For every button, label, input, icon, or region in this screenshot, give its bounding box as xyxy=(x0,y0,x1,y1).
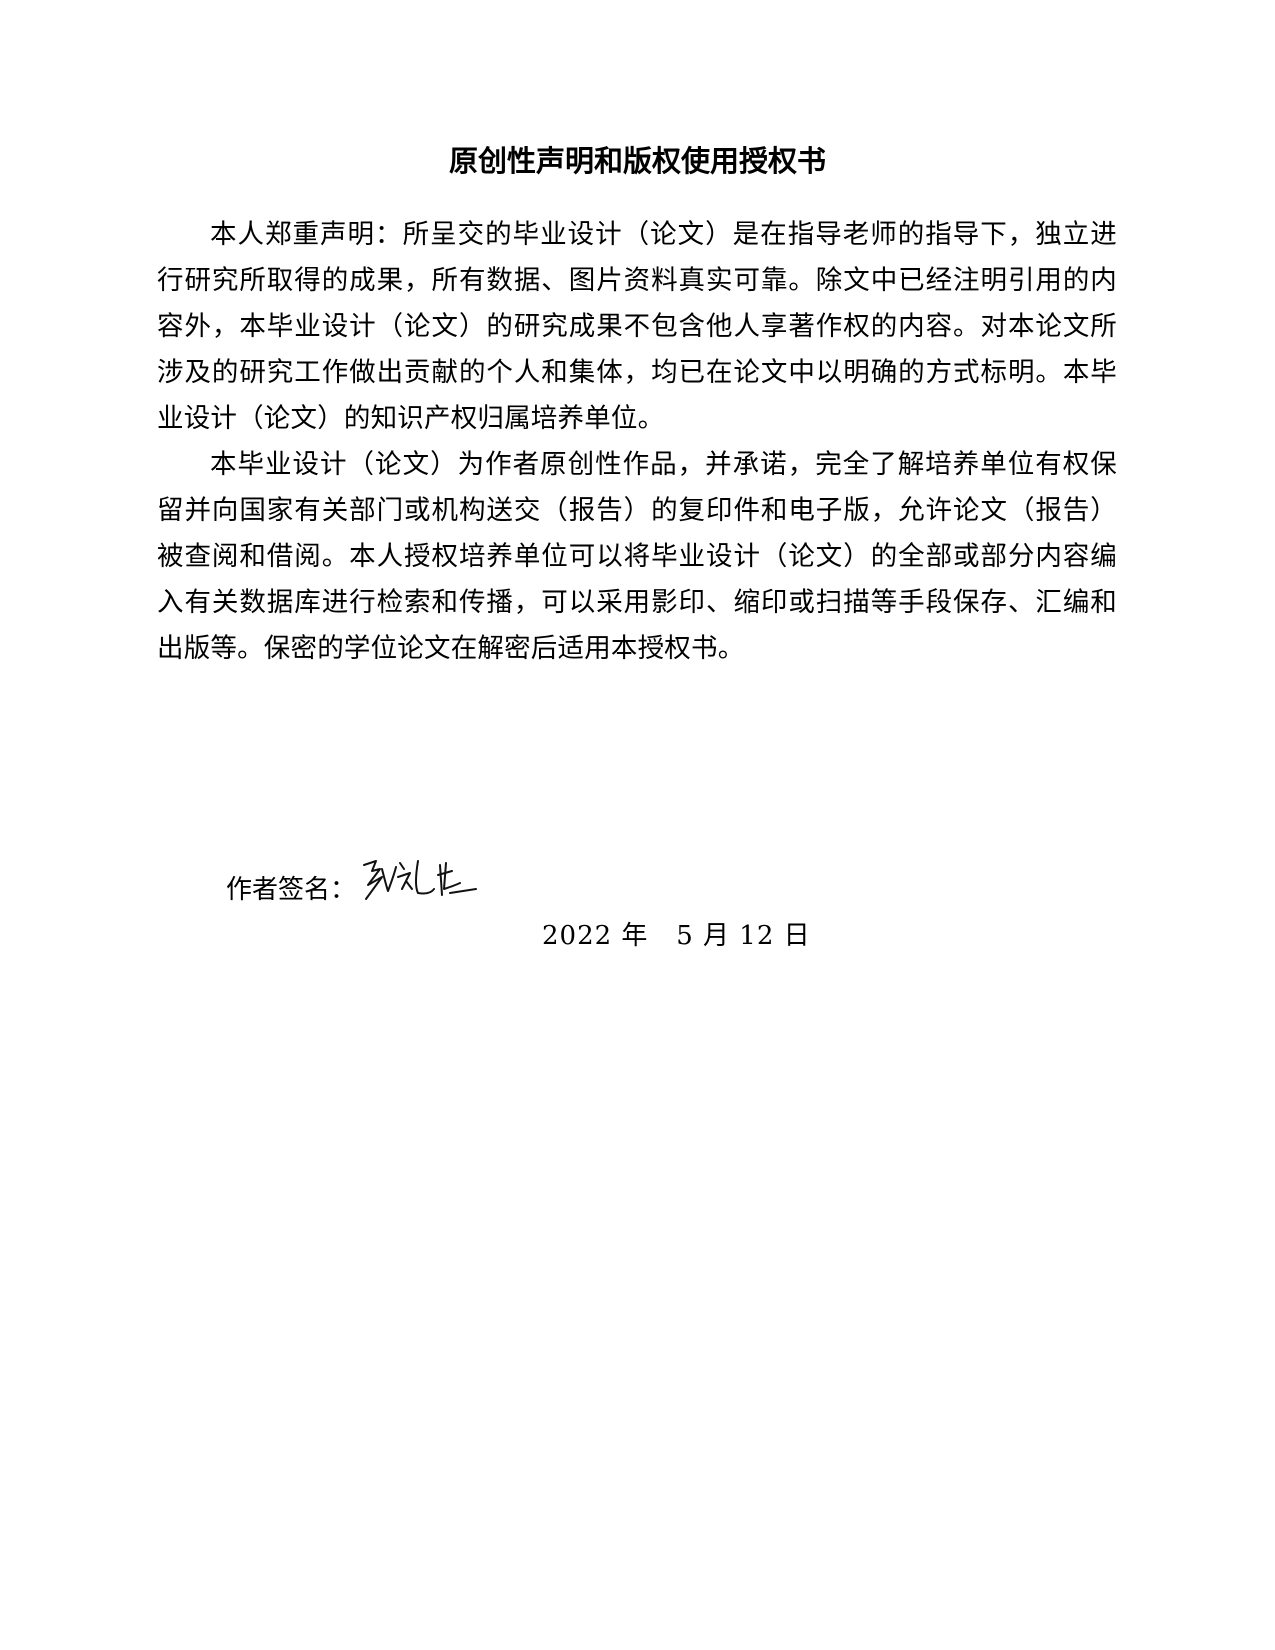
handwritten-signature-icon xyxy=(363,860,478,900)
signature-date: 2022 年 5 月 12 日 xyxy=(542,921,811,951)
signature-row: 作者签名： xyxy=(226,855,478,907)
paragraph-authorization: 本毕业设计（论文）为作者原创性作品，并承诺，完全了解培养单位有权保留并向国家有关… xyxy=(157,449,1117,664)
signature-label: 作者签名： xyxy=(226,875,357,905)
document-body: 本人郑重声明：所呈交的毕业设计（论文）是在指导老师的指导下，独立进行研究所取得的… xyxy=(157,212,1117,672)
document-title: 原创性声明和版权使用授权书 xyxy=(448,144,826,178)
paragraph-originality: 本人郑重声明：所呈交的毕业设计（论文）是在指导老师的指导下，独立进行研究所取得的… xyxy=(157,219,1117,434)
